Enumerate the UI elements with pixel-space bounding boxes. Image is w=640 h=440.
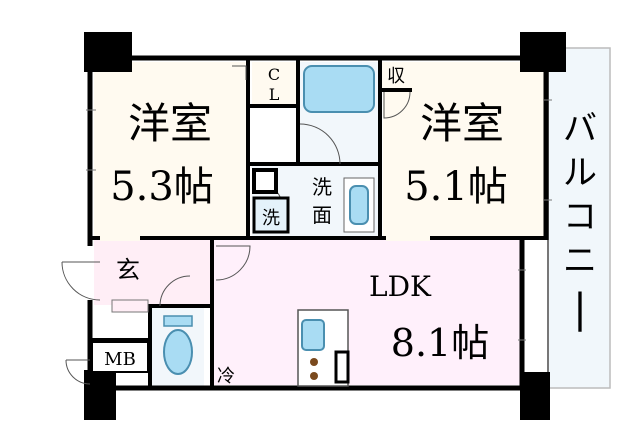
kitchen-counter (297, 309, 350, 387)
entrance-fill (94, 240, 212, 305)
closet-fill (252, 62, 296, 106)
western-room-left-name: 洋室 (128, 99, 212, 148)
balcony-label: バ ル コ ニ | (563, 109, 597, 332)
washer-label: 洗 (262, 208, 280, 229)
window-marks (86, 99, 552, 341)
entrance-step (111, 299, 149, 313)
balcony-char-4: ニ (563, 241, 597, 281)
western-room-right-size: 5.1帖 (404, 164, 508, 210)
balcony-char-5: | (573, 286, 586, 332)
wash-basin (343, 177, 375, 233)
western-room-left-size: 5.3帖 (110, 164, 214, 210)
storage-fill (380, 62, 412, 90)
ldk-fill (212, 240, 522, 385)
pipe-shaft (252, 168, 278, 194)
balcony-char-1: バ (563, 109, 597, 149)
interior-walls (90, 58, 548, 388)
ldk-name: LDK (369, 270, 432, 303)
bathtub (303, 65, 375, 113)
outer-walls (86, 55, 549, 391)
refrigerator-label: 冷 (217, 366, 235, 387)
corner-columns (84, 32, 566, 420)
balcony-char-2: ル (563, 153, 597, 193)
storage-label: 収 (387, 66, 405, 87)
entrance-label: 玄 (116, 256, 140, 284)
western-room-right-name: 洋室 (420, 99, 504, 148)
washroom-label-2: 面 (312, 203, 332, 227)
toilet (163, 315, 193, 375)
ldk-size: 8.1帖 (391, 321, 489, 365)
closet-label-l: L (269, 85, 280, 104)
western-room-left-fill (94, 62, 247, 238)
washer-space (252, 196, 290, 234)
washroom-label-1: 洗 (312, 175, 332, 199)
balcony-char-3: コ (563, 197, 597, 237)
meter-box-label: MB (104, 349, 136, 370)
door-swings (61, 65, 411, 385)
closet-label-c: C (268, 65, 280, 84)
meter-box (91, 341, 149, 373)
